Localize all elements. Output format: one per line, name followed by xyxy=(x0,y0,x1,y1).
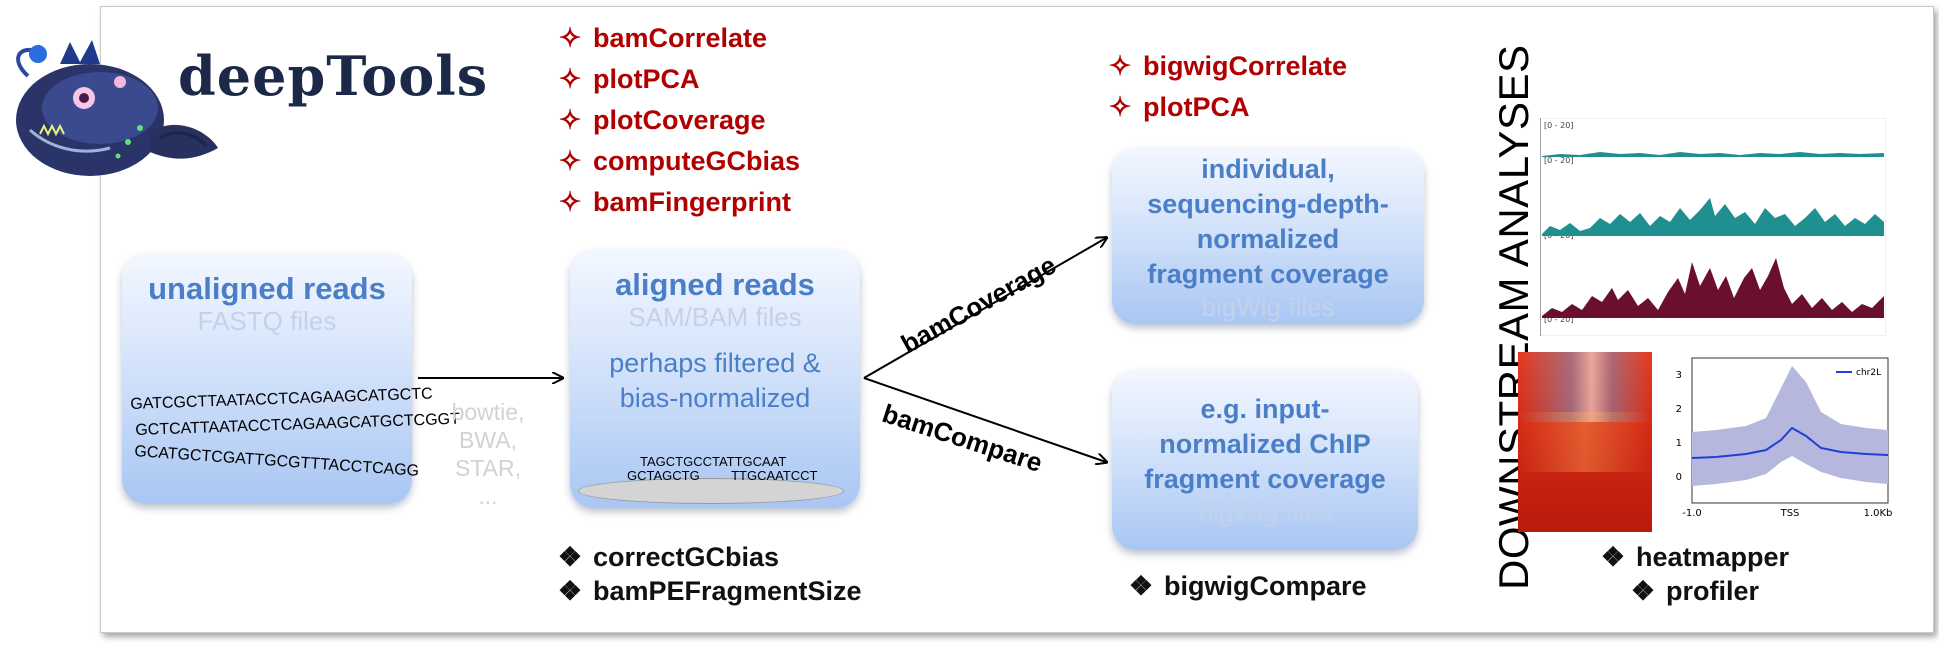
tool-label: profiler xyxy=(1666,576,1760,606)
aligner-list: bowtie, BWA, STAR, ... xyxy=(448,398,528,510)
aligned-body-line: perhaps filtered & xyxy=(609,348,821,378)
compare-line: e.g. input- xyxy=(1200,394,1330,424)
coverage-box: individual, sequencing-depth- normalized… xyxy=(1112,148,1424,324)
tool-label: bigwigCorrelate xyxy=(1143,51,1348,81)
y-tick: 3 xyxy=(1676,370,1682,381)
aligner-name: ... xyxy=(478,483,498,509)
unaligned-title: unaligned reads xyxy=(148,271,386,306)
heatmap-image xyxy=(1518,352,1652,532)
aligned-read-bottom: GCTAGCTG TTGCAATCCT xyxy=(627,468,818,483)
legend-label: chr2L xyxy=(1856,368,1881,378)
tool-item: ❖ bigwigCompare xyxy=(1124,566,1367,607)
tool-item: ✧ bigwigCorrelate xyxy=(1103,46,1347,87)
tool-label: plotCoverage xyxy=(593,105,766,135)
track-3 xyxy=(1542,258,1884,318)
coverage-subtitle: bigWig files xyxy=(1201,292,1335,322)
aligned-reads-box: aligned reads SAM/BAM files perhaps filt… xyxy=(570,250,860,508)
tool-item: ✧ plotPCA xyxy=(553,59,800,100)
tool-label: bamPEFragmentSize xyxy=(593,576,862,606)
tool-item: ✧ bamFingerprint xyxy=(553,182,800,223)
aligned-subtitle: SAM/BAM files xyxy=(628,302,802,332)
y-tick: 0 xyxy=(1676,472,1682,483)
compare-subtitle: bigWig files xyxy=(1198,497,1332,527)
aligned-title: aligned reads xyxy=(615,267,815,302)
compare-text: e.g. input- normalized ChIP fragment cov… xyxy=(1112,392,1418,497)
aligner-name: STAR, xyxy=(454,455,522,481)
tool-item: ❖ heatmapper xyxy=(1596,540,1789,574)
tool-label: bamCorrelate xyxy=(593,23,768,53)
star-icon: ✧ xyxy=(558,23,582,53)
star-icon: ✧ xyxy=(1108,51,1132,81)
coverage-line: fragment coverage xyxy=(1147,259,1389,289)
track-range-label: [0 - 20] xyxy=(1544,156,1573,165)
page-title: deepTools xyxy=(178,44,489,108)
track-range-label: [0 - 20] xyxy=(1544,315,1573,324)
y-tick: 2 xyxy=(1676,404,1682,415)
tool-label: correctGCbias xyxy=(593,542,780,572)
track-range-label: [0 - 20] xyxy=(1544,121,1573,130)
bigwig-tools-list: ✧ bigwigCorrelate ✧ plotPCA xyxy=(1103,46,1347,128)
track-2 xyxy=(1542,198,1884,236)
diamond-cross-icon: ❖ xyxy=(1600,542,1626,572)
x-tick: TSS xyxy=(1780,508,1800,519)
profile-line xyxy=(1691,426,1889,459)
reference-genome-ellipse xyxy=(578,478,844,504)
tool-item: ✧ computeGCbias xyxy=(553,141,800,182)
arrow-bamcoverage xyxy=(863,238,1106,379)
diamond-cross-icon: ❖ xyxy=(557,576,583,606)
heatmap-signal xyxy=(1518,352,1652,422)
star-icon: ✧ xyxy=(558,64,582,94)
tool-item: ❖ profiler xyxy=(1596,574,1789,608)
aligned-bottom-tools: ❖ correctGCbias ❖ bamPEFragmentSize xyxy=(553,540,862,608)
aligned-tools-list: ✧ bamCorrelate ✧ plotPCA ✧ plotCoverage ✧ co… xyxy=(553,18,800,223)
tool-item: ✧ bamCorrelate xyxy=(553,18,800,59)
x-tick: 1.0Kb xyxy=(1864,508,1893,519)
star-icon: ✧ xyxy=(558,187,582,217)
coverage-line: individual, xyxy=(1201,154,1335,184)
compare-line: fragment coverage xyxy=(1144,464,1386,494)
x-tick: -1.0 xyxy=(1682,508,1702,519)
y-tick: 1 xyxy=(1676,438,1682,449)
compare-line: normalized ChIP xyxy=(1159,429,1371,459)
tool-label: bigwigCompare xyxy=(1164,571,1367,601)
tool-item: ❖ bamPEFragmentSize xyxy=(553,574,862,608)
tool-item: ❖ correctGCbias xyxy=(553,540,862,574)
coverage-text: individual, sequencing-depth- normalized… xyxy=(1112,152,1424,292)
aligned-body: perhaps filtered & bias-normalized xyxy=(570,346,860,416)
unaligned-subtitle: FASTQ files xyxy=(197,306,337,336)
star-icon: ✧ xyxy=(558,105,582,135)
profile-plot: chr2L 3 2 1 0 -1.0 TSS 1.0Kb xyxy=(1676,357,1893,519)
star-icon: ✧ xyxy=(1108,92,1132,122)
tool-label: heatmapper xyxy=(1636,542,1790,572)
tool-label: plotPCA xyxy=(593,64,700,94)
compare-box: e.g. input- normalized ChIP fragment cov… xyxy=(1112,370,1418,550)
anglerfish-logo xyxy=(16,40,218,176)
aligned-body-line: bias-normalized xyxy=(619,383,811,413)
coverage-line: normalized xyxy=(1196,224,1340,254)
aligner-name: BWA, xyxy=(459,427,517,453)
unaligned-reads-box: unaligned reads FASTQ files xyxy=(122,254,412,504)
diamond-cross-icon: ❖ xyxy=(1630,576,1656,606)
track-1 xyxy=(1542,152,1884,157)
tool-item: ✧ plotCoverage xyxy=(553,100,800,141)
diamond-cross-icon: ❖ xyxy=(1128,571,1154,601)
genome-browser-tracks: [0 - 20] [0 - 20] [0 - 20] [0 - 20] xyxy=(1540,118,1886,336)
tool-label: bamFingerprint xyxy=(593,187,792,217)
diamond-cross-icon: ❖ xyxy=(557,542,583,572)
aligner-name: bowtie, xyxy=(451,399,525,425)
tool-label: computeGCbias xyxy=(593,146,801,176)
tool-item: ✧ plotPCA xyxy=(1103,87,1347,128)
aligned-read-top: TAGCTGCCTATTGCAAT xyxy=(640,454,787,469)
coverage-line: sequencing-depth- xyxy=(1147,189,1389,219)
tool-label: plotPCA xyxy=(1143,92,1250,122)
star-icon: ✧ xyxy=(558,146,582,176)
arrow-bamcompare xyxy=(863,377,1106,462)
downstream-tools: ❖ heatmapper ❖ profiler xyxy=(1596,540,1789,608)
compare-bottom-tools: ❖ bigwigCompare xyxy=(1124,566,1367,607)
heatmap-mid xyxy=(1518,412,1652,472)
profile-confidence-band xyxy=(1692,366,1888,486)
